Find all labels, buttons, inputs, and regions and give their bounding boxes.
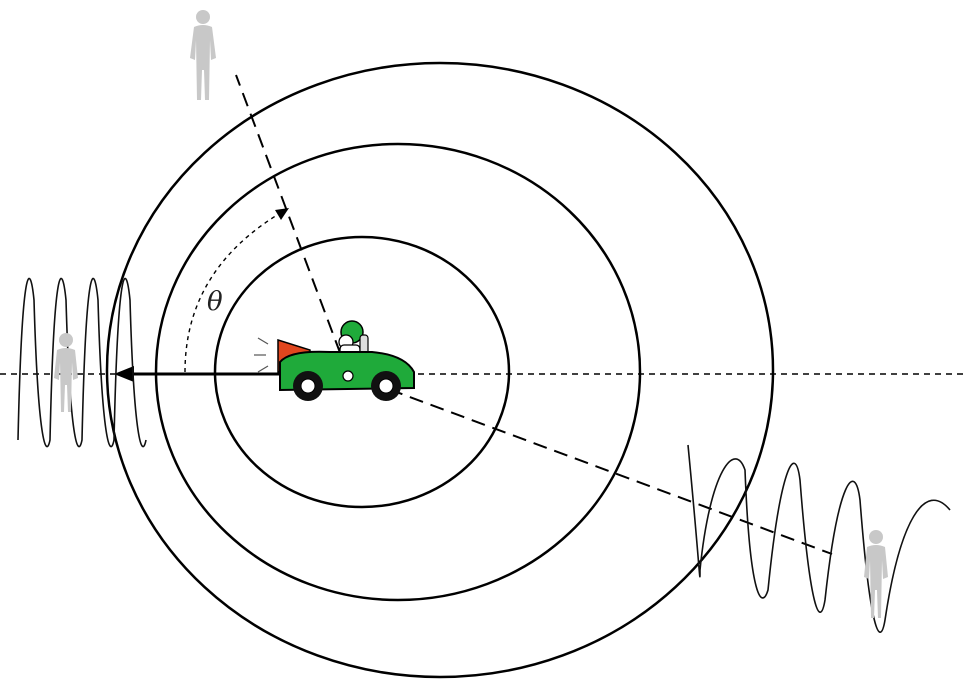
person-icon-top [190, 10, 216, 100]
compressed-wave [18, 278, 146, 446]
person-icon-right [864, 530, 888, 618]
horn-ray [258, 366, 268, 372]
sight-line-upper [236, 75, 348, 374]
velocity-arrowhead [114, 366, 134, 382]
stretched-wave [688, 445, 950, 632]
angle-arc-arrowhead [275, 208, 289, 220]
car-icon [254, 321, 414, 401]
horn-ray [258, 338, 268, 344]
sight-line-lower [348, 374, 832, 554]
wavefront-outer [107, 63, 773, 677]
angle-label: θ [207, 287, 223, 317]
person-icon-left [54, 333, 78, 412]
angle-arc [185, 212, 282, 372]
